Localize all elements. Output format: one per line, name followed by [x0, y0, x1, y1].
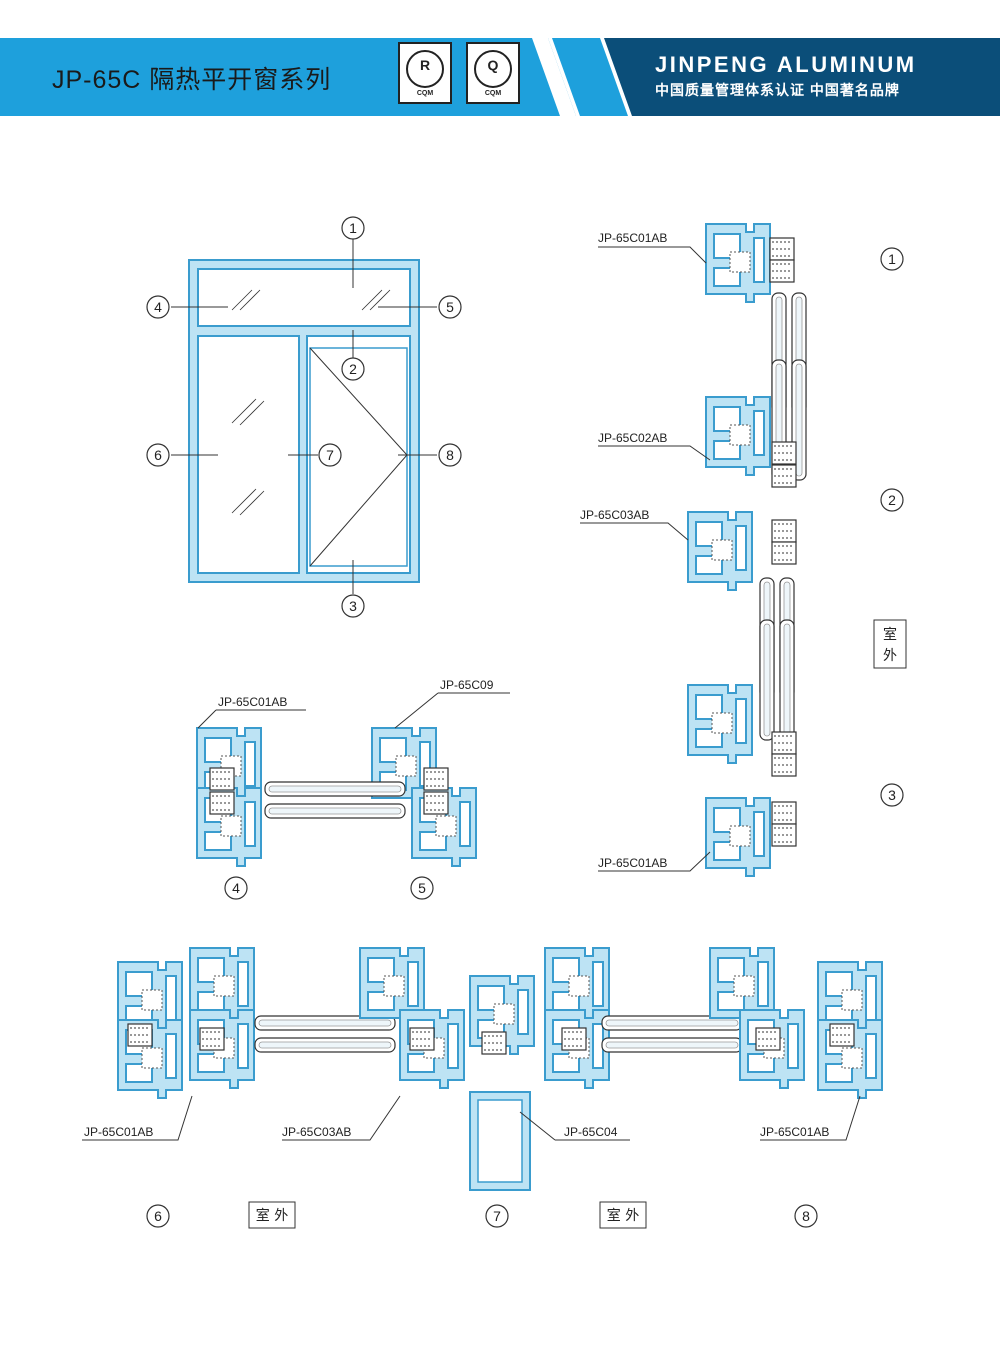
- callout-number-3: 3: [888, 787, 896, 803]
- callout-number-2: 2: [349, 361, 357, 377]
- callout-circle: [146, 443, 170, 467]
- label-c09: JP-65C09: [440, 678, 494, 692]
- callout-number-5: 5: [418, 880, 426, 896]
- callout-circle: [341, 216, 365, 240]
- callout-circle: [318, 443, 342, 467]
- label-c03ab-right: JP-65C03AB: [580, 508, 649, 522]
- brand-name: JINPENG ALUMINUM: [655, 52, 917, 77]
- callout-number-8: 8: [446, 447, 454, 463]
- label-c02ab: JP-65C02AB: [598, 431, 667, 445]
- callout-number-7: 7: [493, 1208, 501, 1224]
- label-c01ab-section6: JP-65C01AB: [84, 1125, 153, 1139]
- cqm-r-logo: R CQM: [398, 42, 452, 104]
- callout-circle: [438, 295, 462, 319]
- cqm-q-logo: Q CQM: [466, 42, 520, 104]
- callout-circle: [880, 488, 904, 512]
- callout-number-5: 5: [446, 299, 454, 315]
- section-6-7-8: [82, 947, 883, 1229]
- outside-label-box-6-7: [248, 1201, 296, 1229]
- window-elevation: [171, 238, 437, 594]
- label-c03ab-section6: JP-65C03AB: [282, 1125, 351, 1139]
- logo-r-mark: R: [419, 57, 431, 73]
- outside-label-6-7: 室 外: [256, 1207, 288, 1224]
- section-4-5: [196, 692, 510, 867]
- callout-circle: [485, 1204, 509, 1228]
- callout-number-4: 4: [154, 299, 162, 315]
- callout-number-6: 6: [154, 447, 162, 463]
- logo-q-caption: CQM: [484, 90, 502, 97]
- logo-q-mark: Q: [487, 57, 499, 73]
- callout-circle: [341, 594, 365, 618]
- callout-circle: [438, 443, 462, 467]
- callout-circle: [224, 876, 248, 900]
- callout-number-2: 2: [888, 492, 896, 508]
- callout-circle: [880, 247, 904, 271]
- page-title: JP-65C 隔热平开窗系列: [52, 66, 332, 94]
- outside-label-box-7-8: [599, 1201, 647, 1229]
- brand-subtitle: 中国质量管理体系认证 中国著名品牌: [655, 82, 900, 98]
- technical-drawing: 1 2 3 4 5 6 7 8 1 2 3 4 5 6 7 8 JP-65C01AB JP-65C02AB J…: [82, 216, 907, 1229]
- outside-char-1: 室: [883, 626, 897, 643]
- callout-number-3: 3: [349, 598, 357, 614]
- callout-number-1: 1: [349, 220, 357, 236]
- label-c01ab-bottom: JP-65C01AB: [598, 856, 667, 870]
- callout-circle: [146, 1204, 170, 1228]
- callout-circle: [794, 1204, 818, 1228]
- callout-circle: [146, 295, 170, 319]
- callout-number-1: 1: [888, 251, 896, 267]
- callout-markers: 1 2 3 4 5 6 7 8 1 2 3 4 5 6 7 8: [146, 216, 904, 1228]
- callout-number-4: 4: [232, 880, 240, 896]
- label-c01ab-top: JP-65C01AB: [598, 231, 667, 245]
- callout-number-6: 6: [154, 1208, 162, 1224]
- outside-label-box: [873, 619, 907, 669]
- callout-number-8: 8: [802, 1208, 810, 1224]
- section-vertical: [580, 223, 907, 877]
- callout-circle: [341, 357, 365, 381]
- page-header: JP-65C 隔热平开窗系列 R CQM Q CQM JINPENG ALUMI…: [0, 0, 1000, 116]
- logo-r-caption: CQM: [416, 90, 434, 97]
- label-c04: JP-65C04: [564, 1125, 618, 1139]
- outside-label-7-8: 室 外: [607, 1207, 639, 1224]
- label-c01ab-section4: JP-65C01AB: [218, 695, 287, 709]
- callout-number-7: 7: [326, 447, 334, 463]
- outside-char-2: 外: [883, 648, 897, 664]
- callout-circle: [410, 876, 434, 900]
- label-c01ab-section8: JP-65C01AB: [760, 1125, 829, 1139]
- callout-circle: [880, 783, 904, 807]
